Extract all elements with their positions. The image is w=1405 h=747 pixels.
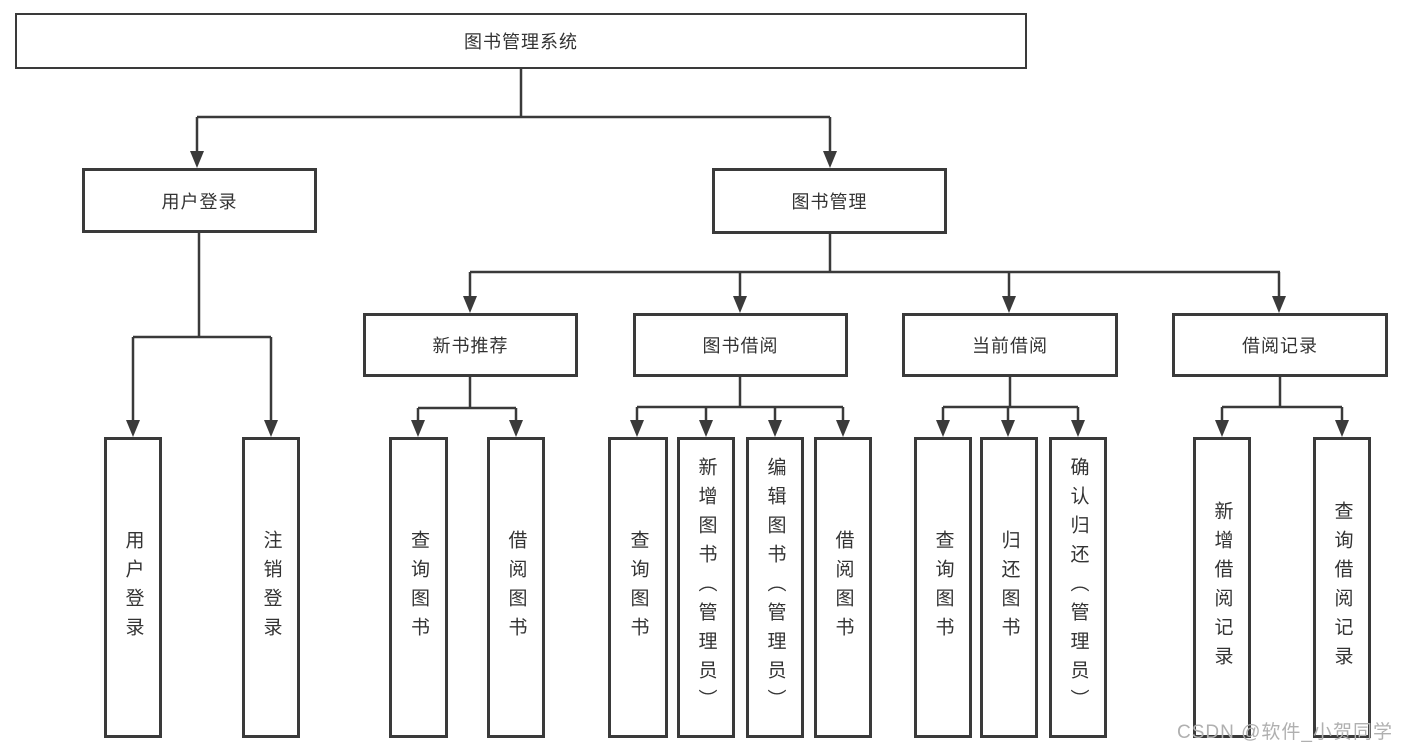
leaf-label: 查询图书 bbox=[932, 529, 954, 646]
leaf-logout: 注销登录 bbox=[242, 437, 300, 738]
leaf-label: 查询借阅记录 bbox=[1331, 500, 1353, 675]
leaf-label: 确认归还（管理员） bbox=[1067, 457, 1089, 718]
leaf-return-books: 归还图书 bbox=[980, 437, 1038, 738]
node-borrow-records: 借阅记录 bbox=[1172, 313, 1388, 377]
node-user-login: 用户登录 bbox=[82, 168, 317, 233]
leaf-add-books-admin: 新增图书（管理员） bbox=[677, 437, 735, 738]
leaf-query-books-borrow: 查询图书 bbox=[608, 437, 668, 738]
node-label: 用户登录 bbox=[161, 191, 238, 212]
node-current-borrow: 当前借阅 bbox=[902, 313, 1118, 377]
arrowheads bbox=[126, 151, 1349, 437]
node-label: 借阅记录 bbox=[1242, 336, 1318, 356]
node-book-borrow: 图书借阅 bbox=[633, 313, 848, 377]
leaf-label: 查询图书 bbox=[408, 529, 429, 646]
leaf-borrow-books-recommend: 借阅图书 bbox=[487, 437, 545, 738]
leaf-label: 新增借阅记录 bbox=[1211, 500, 1233, 675]
leaf-add-borrow-record: 新增借阅记录 bbox=[1193, 437, 1251, 738]
node-new-book-recommend: 新书推荐 bbox=[363, 313, 578, 377]
leaf-label: 新增图书（管理员） bbox=[695, 457, 717, 718]
leaf-edit-books-admin: 编辑图书（管理员） bbox=[746, 437, 804, 738]
leaf-label: 借阅图书 bbox=[832, 529, 854, 646]
csdn-watermark: CSDN @软件_小贺同学 bbox=[1177, 722, 1393, 743]
leaf-label: 注销登录 bbox=[260, 529, 282, 646]
leaf-user-login: 用户登录 bbox=[104, 437, 162, 738]
leaf-query-books-current: 查询图书 bbox=[914, 437, 972, 738]
leaf-confirm-return-admin: 确认归还（管理员） bbox=[1049, 437, 1107, 738]
node-label: 图书借阅 bbox=[702, 336, 779, 356]
node-library-management-system: 图书管理系统 bbox=[15, 13, 1027, 69]
leaf-borrow-books: 借阅图书 bbox=[814, 437, 872, 738]
node-label: 图书管理 bbox=[791, 192, 868, 212]
leaf-label: 查询图书 bbox=[627, 529, 649, 646]
node-label: 新书推荐 bbox=[432, 336, 509, 356]
leaf-query-books-recommend: 查询图书 bbox=[389, 437, 448, 738]
leaf-label: 用户登录 bbox=[122, 529, 144, 646]
leaf-label: 编辑图书（管理员） bbox=[764, 457, 786, 718]
leaf-label: 借阅图书 bbox=[505, 529, 527, 646]
node-label: 图书管理系统 bbox=[464, 32, 578, 52]
node-label: 当前借阅 bbox=[972, 336, 1048, 356]
node-book-management: 图书管理 bbox=[712, 168, 947, 234]
leaf-query-borrow-record: 查询借阅记录 bbox=[1313, 437, 1371, 738]
leaf-label: 归还图书 bbox=[998, 529, 1020, 646]
